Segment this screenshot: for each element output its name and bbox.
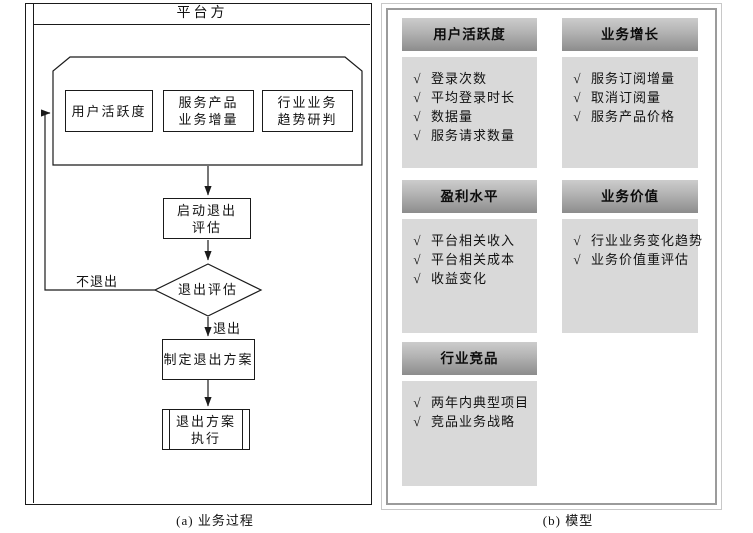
checklist-item: √取消订阅量: [571, 88, 694, 107]
card-business-growth: 业务增长 √服务订阅增量 √取消订阅量 √服务产品价格: [562, 18, 698, 168]
card-body: √行业业务变化趋势 √业务价值重评估: [562, 219, 702, 333]
card-header: 用户活跃度: [402, 18, 537, 51]
check-icon: √: [573, 252, 582, 267]
model-panel: 用户活跃度 √登录次数 √平均登录时长 √数据量 √服务请求数量 业务增长 √服…: [381, 3, 722, 510]
check-icon: √: [573, 90, 582, 105]
card-header: 行业竞品: [402, 342, 537, 375]
flow-arrow-feedback-loop: [41, 109, 155, 291]
card-body: √两年内典型项目 √竞品业务战略: [402, 381, 537, 486]
card-body: √平台相关收入 √平台相关成本 √收益变化: [402, 219, 537, 333]
decision-label: 退出评估: [177, 282, 238, 297]
edge-label-no-exit: 不退出: [76, 274, 119, 289]
checklist-item: √行业业务变化趋势: [571, 231, 702, 250]
checklist-item: √平台相关收入: [411, 231, 533, 250]
flow-box-start-exit-eval: 启动退出 评估: [163, 198, 251, 239]
card-business-value: 业务价值 √行业业务变化趋势 √业务价值重评估: [562, 180, 702, 333]
check-icon: √: [413, 71, 422, 86]
caption-panel-b: (b) 模型: [542, 513, 594, 528]
check-icon: √: [573, 109, 582, 124]
card-header: 业务增长: [562, 18, 698, 51]
checklist-item: √服务订阅增量: [571, 69, 694, 88]
caption-panel-a: (a) 业务过程: [176, 513, 254, 528]
flowchart-connectors: [41, 56, 363, 407]
flow-box-make-exit-plan: 制定退出方案: [162, 339, 255, 380]
card-header: 业务价值: [562, 180, 698, 213]
checklist-item: √收益变化: [411, 269, 533, 288]
card-profit-level: 盈利水平 √平台相关收入 √平台相关成本 √收益变化: [402, 180, 537, 333]
check-icon: √: [413, 414, 422, 429]
flow-box-exec-exit-plan: 退出方案 执行: [162, 409, 250, 450]
card-body: √登录次数 √平均登录时长 √数据量 √服务请求数量: [402, 57, 537, 168]
check-icon: √: [573, 71, 582, 86]
check-icon: √: [413, 128, 422, 143]
checklist-item: √数据量: [411, 107, 533, 126]
card-body: √服务订阅增量 √取消订阅量 √服务产品价格: [562, 57, 698, 168]
flow-box-industry-trend: 行业业务 趋势研判: [262, 90, 353, 132]
checklist-item: √业务价值重评估: [571, 250, 694, 269]
lane-title: 平台方: [34, 4, 370, 25]
card-header: 盈利水平: [402, 180, 537, 213]
check-icon: √: [413, 109, 422, 124]
checklist-item: √平台相关成本: [411, 250, 533, 269]
checklist-item: √登录次数: [411, 69, 533, 88]
check-icon: √: [413, 271, 422, 286]
card-industry-competitors: 行业竞品 √两年内典型项目 √竞品业务战略: [402, 342, 537, 486]
flow-box-service-product-growth: 服务产品 业务增量: [163, 90, 254, 132]
swimlane-left-band-divider: [33, 4, 34, 503]
checklist-item: √服务产品价格: [571, 107, 694, 126]
check-icon: √: [413, 395, 422, 410]
edge-label-exit: 退出: [213, 321, 242, 336]
checklist-item: √平均登录时长: [411, 88, 533, 107]
check-icon: √: [413, 233, 422, 248]
check-icon: √: [413, 90, 422, 105]
decision-diamond-shape: [153, 263, 263, 317]
checklist-item: √竞品业务战略: [411, 412, 533, 431]
check-icon: √: [413, 252, 422, 267]
check-icon: √: [573, 233, 582, 248]
card-user-activity: 用户活跃度 √登录次数 √平均登录时长 √数据量 √服务请求数量: [402, 18, 537, 168]
flow-box-user-activity: 用户活跃度: [65, 90, 153, 132]
checklist-item: √服务请求数量: [411, 126, 533, 145]
checklist-item: √两年内典型项目: [411, 393, 533, 412]
